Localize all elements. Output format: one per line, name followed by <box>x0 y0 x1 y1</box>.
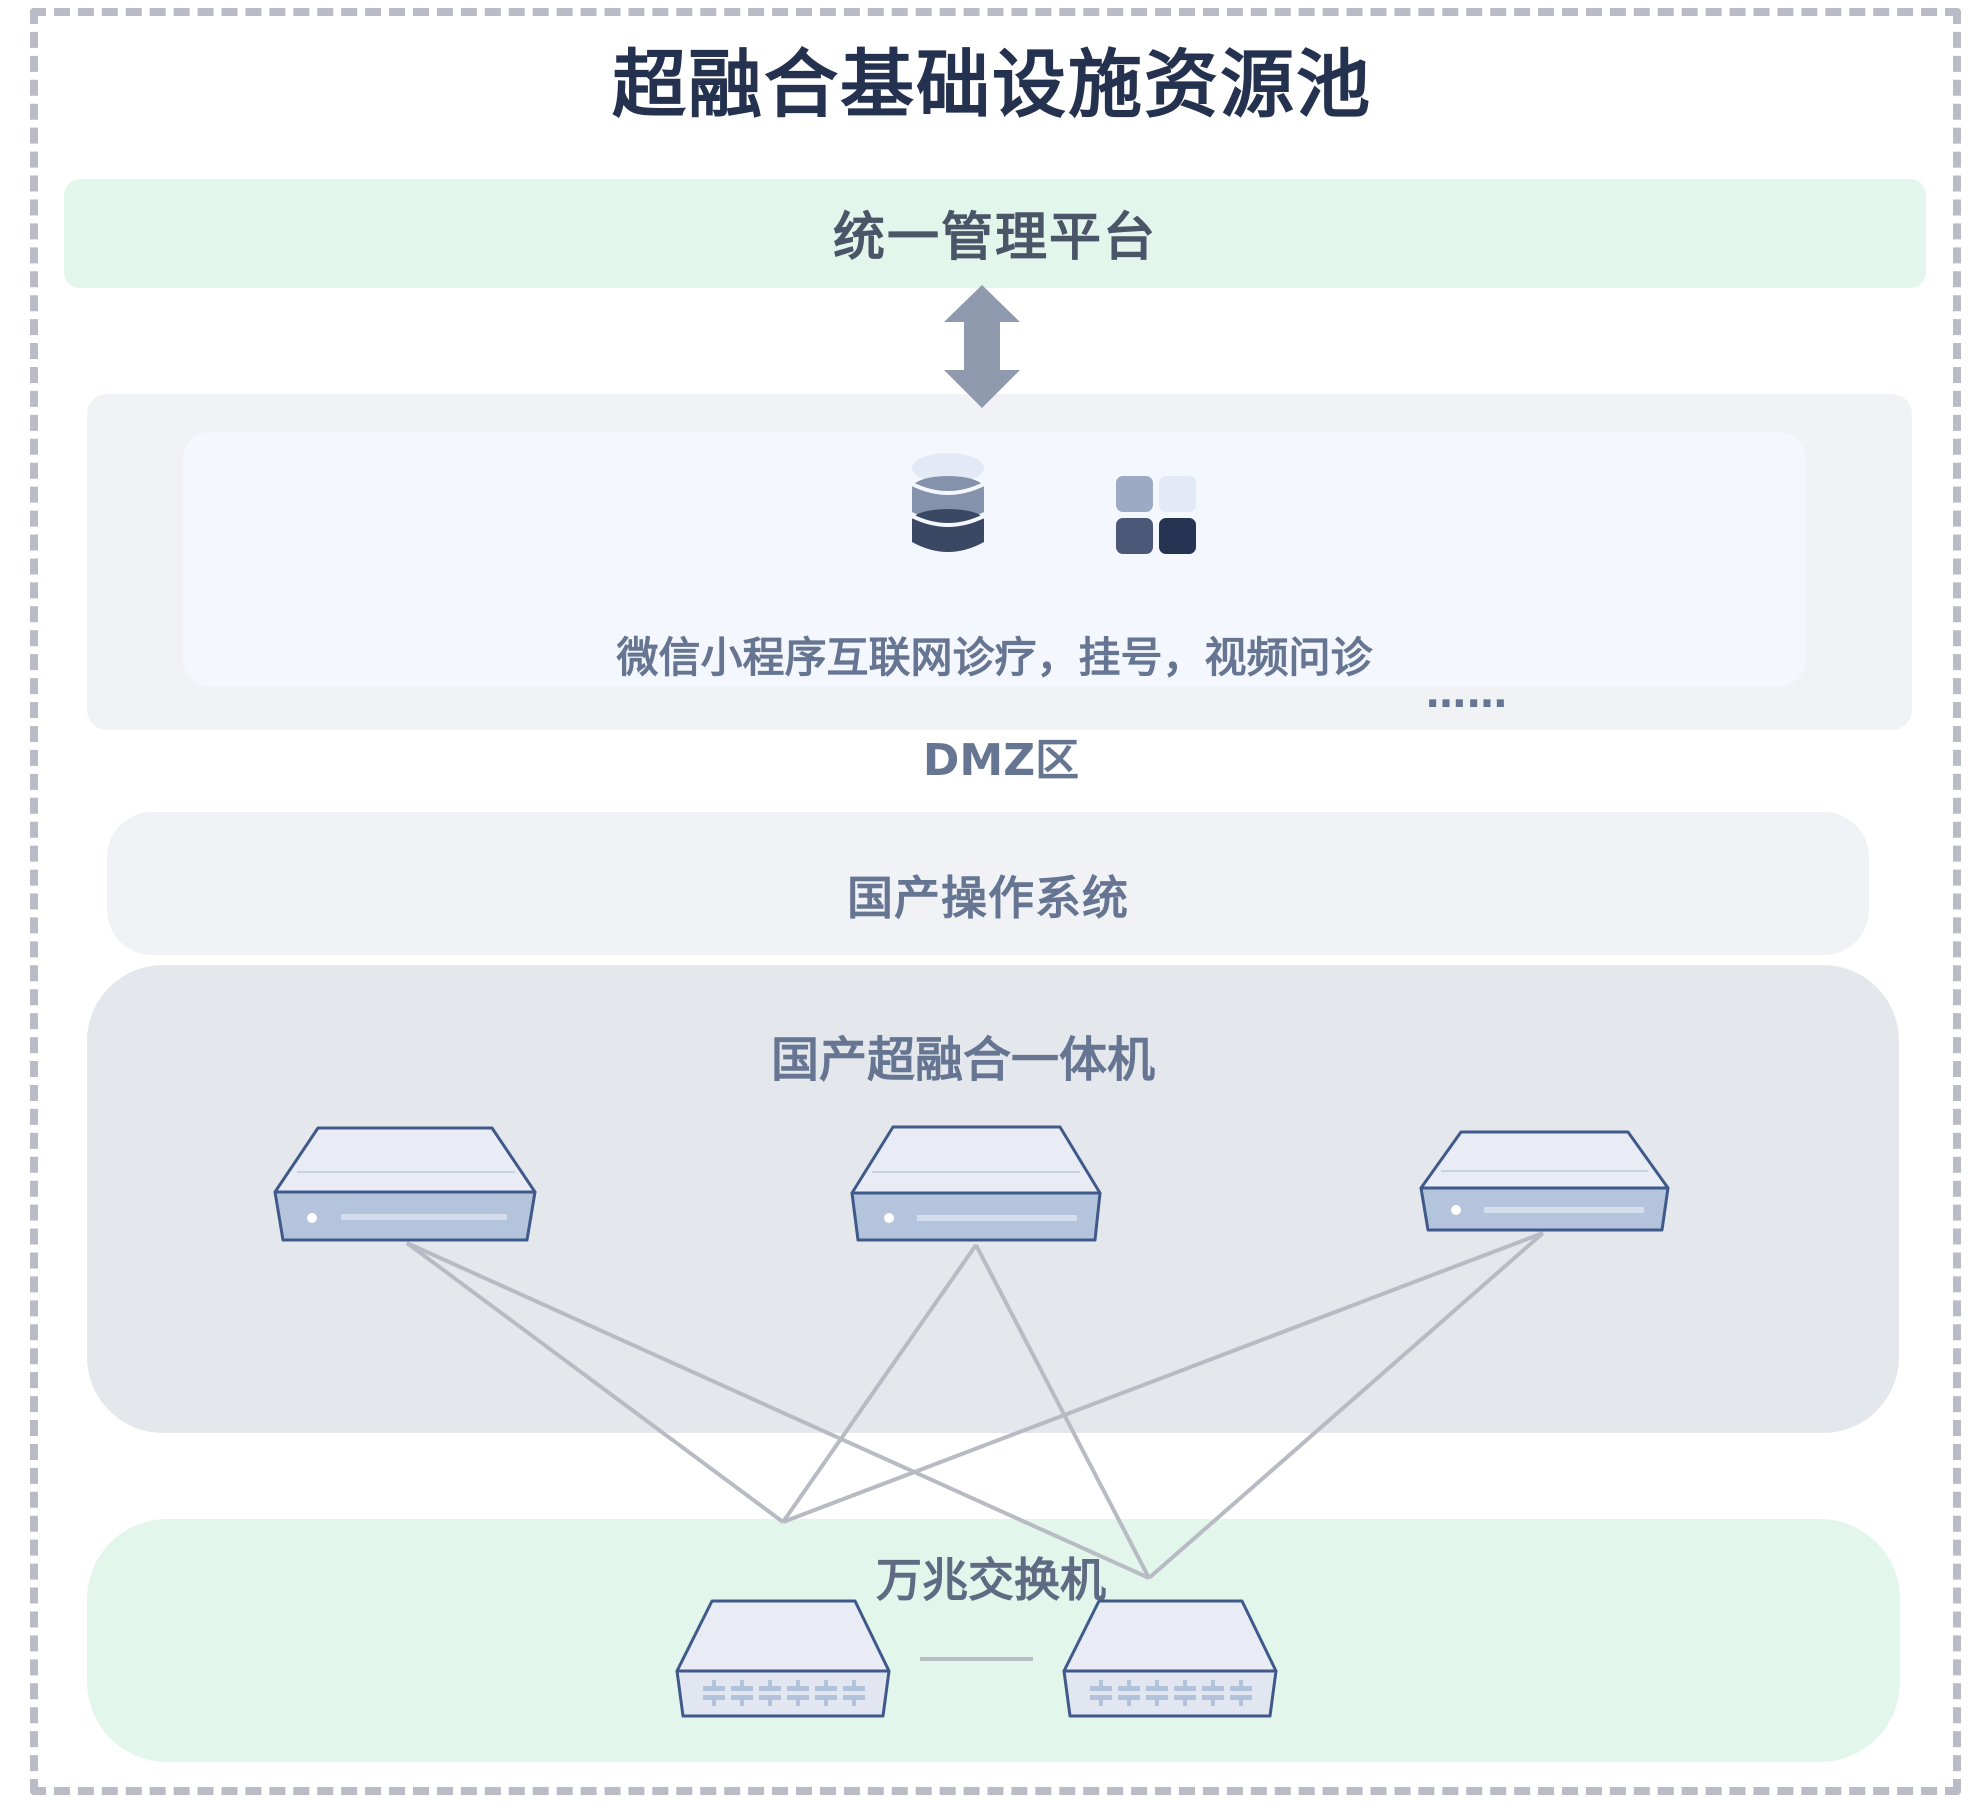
link-server2-switch1 <box>781 1243 978 1524</box>
server-icon[interactable] <box>273 1126 537 1242</box>
database-icon <box>911 453 985 552</box>
management-platform-label: 统一管理平台 <box>832 208 1157 268</box>
network-switch-icon[interactable] <box>1062 1599 1278 1718</box>
server-icon[interactable] <box>850 1125 1102 1242</box>
os-layer-label: 国产操作系统 <box>847 871 1129 925</box>
switch-layer <box>87 1519 1900 1762</box>
hci-layer-label: 国产超融合一体机 <box>770 1032 1155 1088</box>
page-title: 超融合基础设施资源池 <box>612 42 1372 128</box>
bidirectional-arrow-icon <box>944 285 1020 408</box>
os-layer <box>107 812 1869 955</box>
dmz-label: DMZ区 <box>922 735 1080 786</box>
links <box>405 1231 1545 1580</box>
resource-pool-frame <box>30 8 1961 1795</box>
link-server1-switch2 <box>406 1241 1150 1580</box>
server-icon[interactable] <box>1419 1130 1670 1232</box>
link-server3-switch2 <box>1147 1231 1545 1580</box>
dmz-apps-text: 微信小程序互联网诊疗，挂号，视频问诊 <box>616 633 1373 682</box>
dmz-apps-panel <box>183 432 1806 687</box>
switch-layer-label: 万兆交换机 <box>876 1553 1106 1607</box>
link-server1-switch1 <box>405 1241 785 1524</box>
network-switch-icon[interactable] <box>675 1599 891 1718</box>
app-grid-icon <box>1116 476 1196 554</box>
link-server2-switch2 <box>974 1244 1151 1579</box>
management-platform-layer <box>64 179 1926 288</box>
switch-ports <box>703 1680 865 1706</box>
link-server3-switch1 <box>782 1231 1544 1524</box>
switch-ports <box>1090 1680 1252 1706</box>
